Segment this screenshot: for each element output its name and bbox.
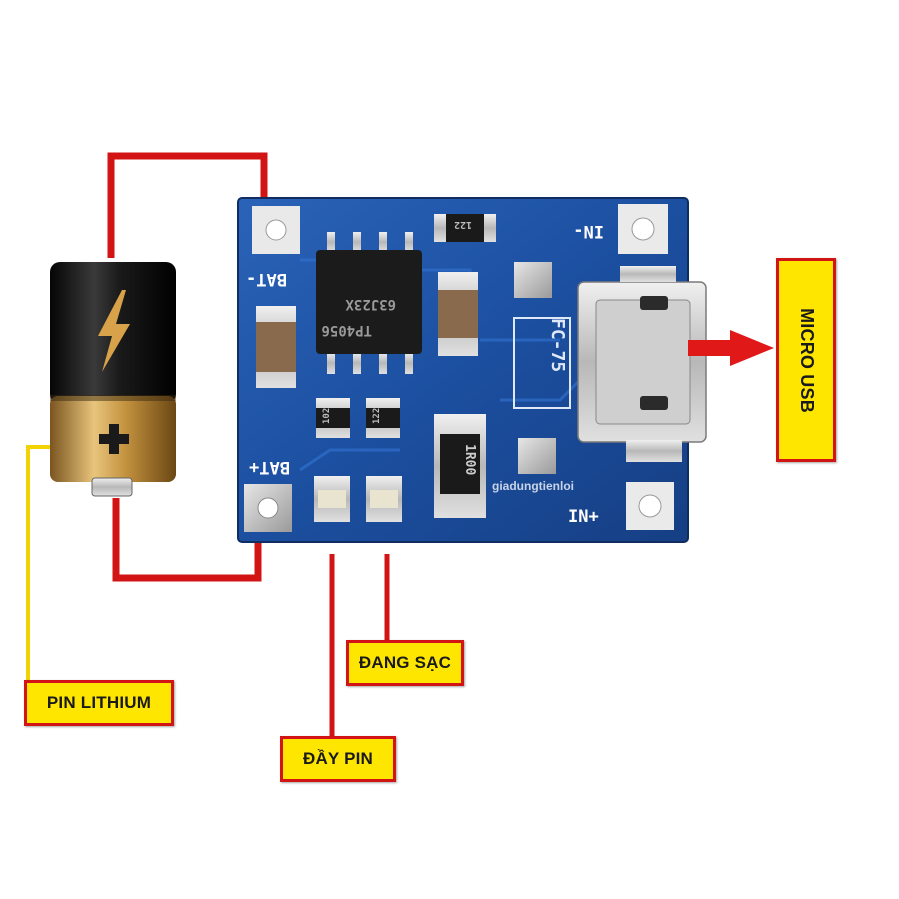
resistor-current-sense-marking: 1R00 [462, 444, 477, 475]
silk-bat-plus: BAT+ [249, 457, 290, 477]
resistor-current-sense: 1R00 [434, 414, 486, 518]
label-micro-usb: MICRO USB [776, 258, 836, 462]
label-dang-sac: ĐANG SẠC [346, 640, 464, 686]
silk-in-minus: IN- [573, 221, 604, 241]
leader-pin-lithium [26, 445, 52, 682]
plus-icon [99, 424, 129, 454]
label-pin-lithium: PIN LITHIUM [24, 680, 174, 726]
mount-hole-top-left [252, 206, 300, 254]
silk-in-plus: IN+ [568, 507, 599, 527]
label-dang-sac-text: ĐANG SẠC [358, 653, 452, 672]
resistor-small-2: 122 [366, 398, 400, 438]
mount-hole-bottom-right [626, 482, 674, 530]
connector-silk-outline [513, 317, 571, 409]
pad-square-2 [518, 438, 556, 474]
silk-connector-label: FC-75 [547, 318, 568, 372]
pad-square-1 [514, 262, 552, 298]
led-full [314, 476, 350, 522]
resistor-small-1-marking: 102 [322, 408, 332, 424]
battery-icon [50, 262, 176, 497]
capacitor-left [256, 306, 296, 388]
label-day-pin: ĐẦY PIN [280, 736, 396, 782]
silk-bat-minus: BAT- [246, 269, 287, 289]
charger-ic-chip: TP4056 63J23X [316, 232, 422, 374]
label-day-pin-text: ĐẦY PIN [302, 749, 374, 768]
resistor-small-1: 102 [316, 398, 350, 438]
micro-usb-port [577, 266, 707, 462]
wire-negative-bottom [112, 498, 262, 582]
label-micro-usb-text: MICRO USB [796, 307, 817, 413]
mount-hole-bottom-left [244, 484, 292, 532]
charger-board: BAT- BAT+ IN- IN+ TP4056 63J23X 122 [237, 197, 707, 543]
resistor-top-marking: 122 [454, 219, 472, 230]
lightning-bolt-icon [98, 290, 130, 372]
chip-marking-1: TP4056 [321, 322, 372, 338]
chip-marking-2: 63J23X [345, 296, 396, 312]
mount-hole-top-right [618, 204, 668, 254]
watermark: giadungtienloi [492, 479, 574, 493]
led-charging [366, 476, 402, 522]
arrow-to-micro-usb [688, 330, 774, 366]
capacitor-middle [438, 272, 478, 356]
label-pin-lithium-text: PIN LITHIUM [46, 693, 152, 712]
wire-positive-top [107, 152, 268, 258]
resistor-small-2-marking: 122 [372, 408, 382, 424]
resistor-top: 122 [434, 214, 496, 242]
